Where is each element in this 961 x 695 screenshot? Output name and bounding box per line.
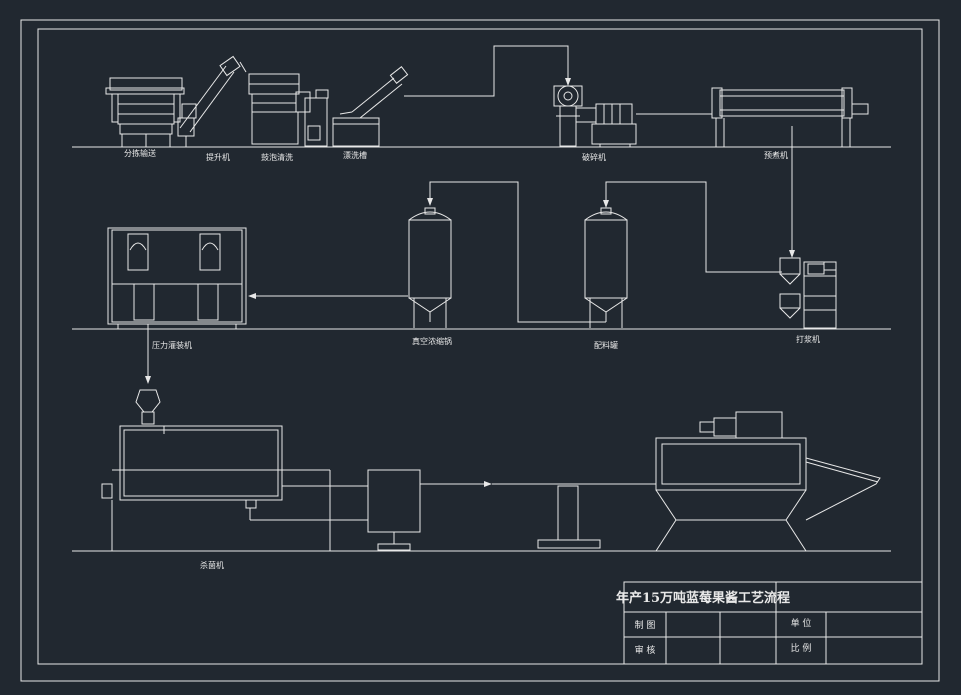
drawing-title: 年产15万吨蓝莓果酱工艺流程: [616, 590, 790, 606]
arrow-to-concentrator: [427, 198, 433, 206]
label-vacuum-concentrator: 真空浓缩锅: [412, 336, 452, 346]
pulper-machine: [779, 257, 837, 329]
label-sterilizer: 杀菌机: [200, 560, 224, 570]
reviewed-by-label: 审 核: [635, 644, 656, 656]
label-bubble-washer: 鼓泡清洗: [261, 152, 293, 162]
packaging-machine: [655, 411, 881, 552]
preheater-machine: [711, 87, 869, 147]
label-elevator: 提升机: [206, 152, 230, 162]
inner-frame: [37, 28, 923, 665]
arrow-to-sterilizer: [145, 376, 151, 384]
arrow-to-mixing: [603, 200, 609, 208]
mixing-tank: [584, 207, 628, 328]
arrow-to-crusher: [565, 78, 571, 86]
filling-machine: [107, 227, 247, 329]
sterilizer-machine: [101, 389, 368, 551]
label-sorting-table: 分拣输送: [124, 148, 156, 158]
elevator-machine: [177, 55, 247, 147]
label-crusher: 破碎机: [582, 152, 606, 162]
outer-frame: [20, 19, 940, 682]
rinse-tank-machine: [332, 66, 409, 147]
vacuum-concentrator-tank: [408, 207, 452, 328]
pipe-rinse-to-crusher: [404, 45, 569, 97]
sorting-table-machine: [105, 77, 185, 147]
arrow-to-packaging: [484, 481, 492, 487]
label-mixing-tank: 配料罐: [594, 340, 618, 350]
unit-label: 单 位: [791, 617, 812, 629]
pipe-mixing-to-concentrator: [429, 181, 606, 323]
label-preheater: 预煮机: [764, 150, 788, 160]
scale-label: 比 例: [791, 642, 812, 654]
drawn-by-label: 制 图: [635, 619, 656, 631]
bubble-washer-machine: [248, 73, 329, 147]
pipe-pulper-to-mixing: [605, 181, 782, 273]
pump-unit: [282, 469, 421, 551]
conveyor-stand: [537, 485, 601, 549]
title-block: [623, 581, 923, 665]
arrow-to-filling: [248, 293, 256, 299]
label-filling-machine: 压力灌装机: [152, 340, 192, 350]
label-pulper: 打浆机: [796, 334, 820, 344]
label-rinse-tank: 漂洗槽: [343, 150, 367, 160]
arrow-to-pulper: [789, 250, 795, 258]
crusher-machine: [553, 85, 637, 147]
